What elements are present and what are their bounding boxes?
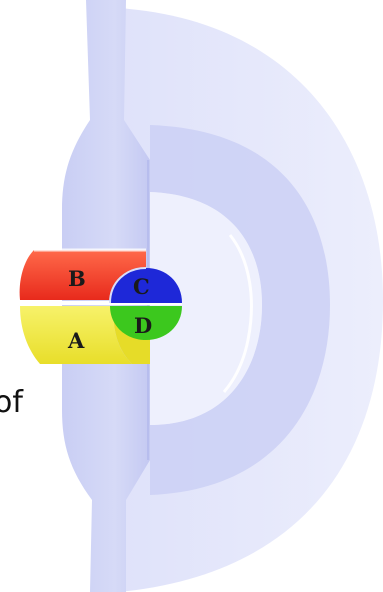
side-text: of xyxy=(0,385,24,420)
segment-d-label: D xyxy=(134,313,152,338)
segment-b-label: B xyxy=(68,266,86,291)
segment-c-label: C xyxy=(133,274,150,299)
segment-a-label: A xyxy=(67,328,85,353)
